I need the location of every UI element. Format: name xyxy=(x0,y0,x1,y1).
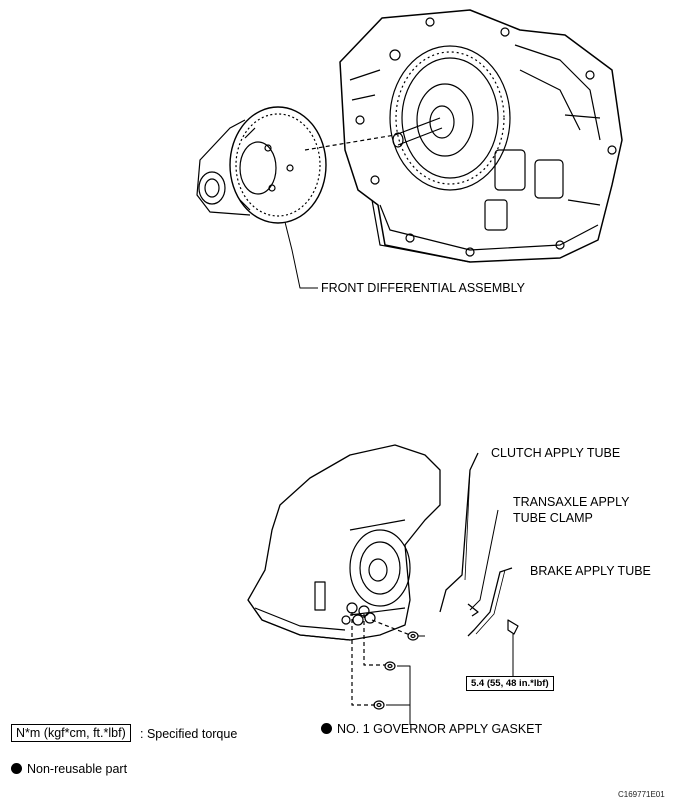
nonreusable-legend-dot-icon xyxy=(11,763,22,774)
label-front-differential: FRONT DIFFERENTIAL ASSEMBLY xyxy=(321,281,525,295)
label-clutch-apply-tube: CLUTCH APPLY TUBE xyxy=(491,446,621,460)
label-gasket-text: NO. 1 GOVERNOR APPLY GASKET xyxy=(337,722,543,736)
nonreusable-dot-icon xyxy=(321,723,332,734)
transaxle-case-upper xyxy=(339,9,623,263)
figure-code: C169771E01 xyxy=(618,790,665,799)
legend-nonreusable-text: Non-reusable part xyxy=(27,762,128,776)
apply-tubes xyxy=(439,452,519,676)
label-transaxle-clamp-line1: TRANSAXLE APPLY xyxy=(513,495,630,509)
label-transaxle-clamp-line2: TUBE CLAMP xyxy=(513,511,593,525)
legend-nonreusable: Non-reusable part xyxy=(11,762,127,777)
transaxle-case-lower xyxy=(247,444,441,641)
leader-front-differential xyxy=(284,221,318,289)
governor-gaskets xyxy=(351,612,425,725)
legend-torque-text: : Specified torque xyxy=(140,727,238,741)
label-gasket: NO. 1 GOVERNOR APPLY GASKET xyxy=(321,722,542,737)
label-brake-apply-tube: BRAKE APPLY TUBE xyxy=(530,564,651,578)
legend-torque-box: N*m (kgf*cm, ft.*lbf) xyxy=(11,724,131,742)
torque-spec-box: 5.4 (55, 48 in.*lbf) xyxy=(466,676,554,691)
front-differential-drawing xyxy=(196,106,327,224)
